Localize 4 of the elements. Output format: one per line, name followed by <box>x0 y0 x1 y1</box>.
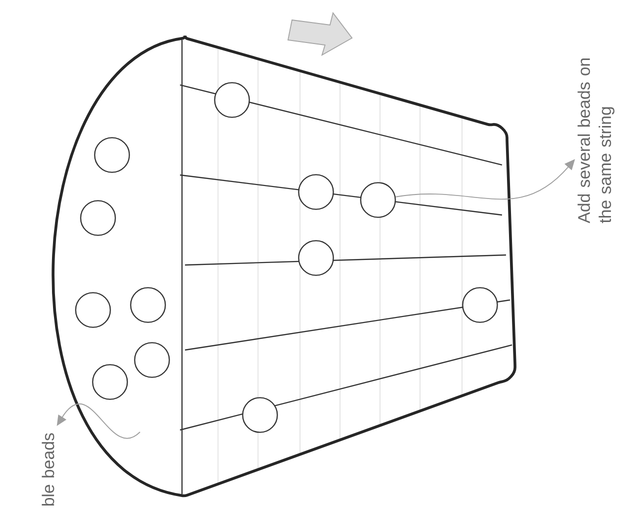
leader-line <box>56 404 140 439</box>
handwritten-note: ble beads <box>42 433 54 506</box>
handwritten-note: Add several beads on the same string <box>578 58 614 224</box>
bead <box>360 182 396 218</box>
